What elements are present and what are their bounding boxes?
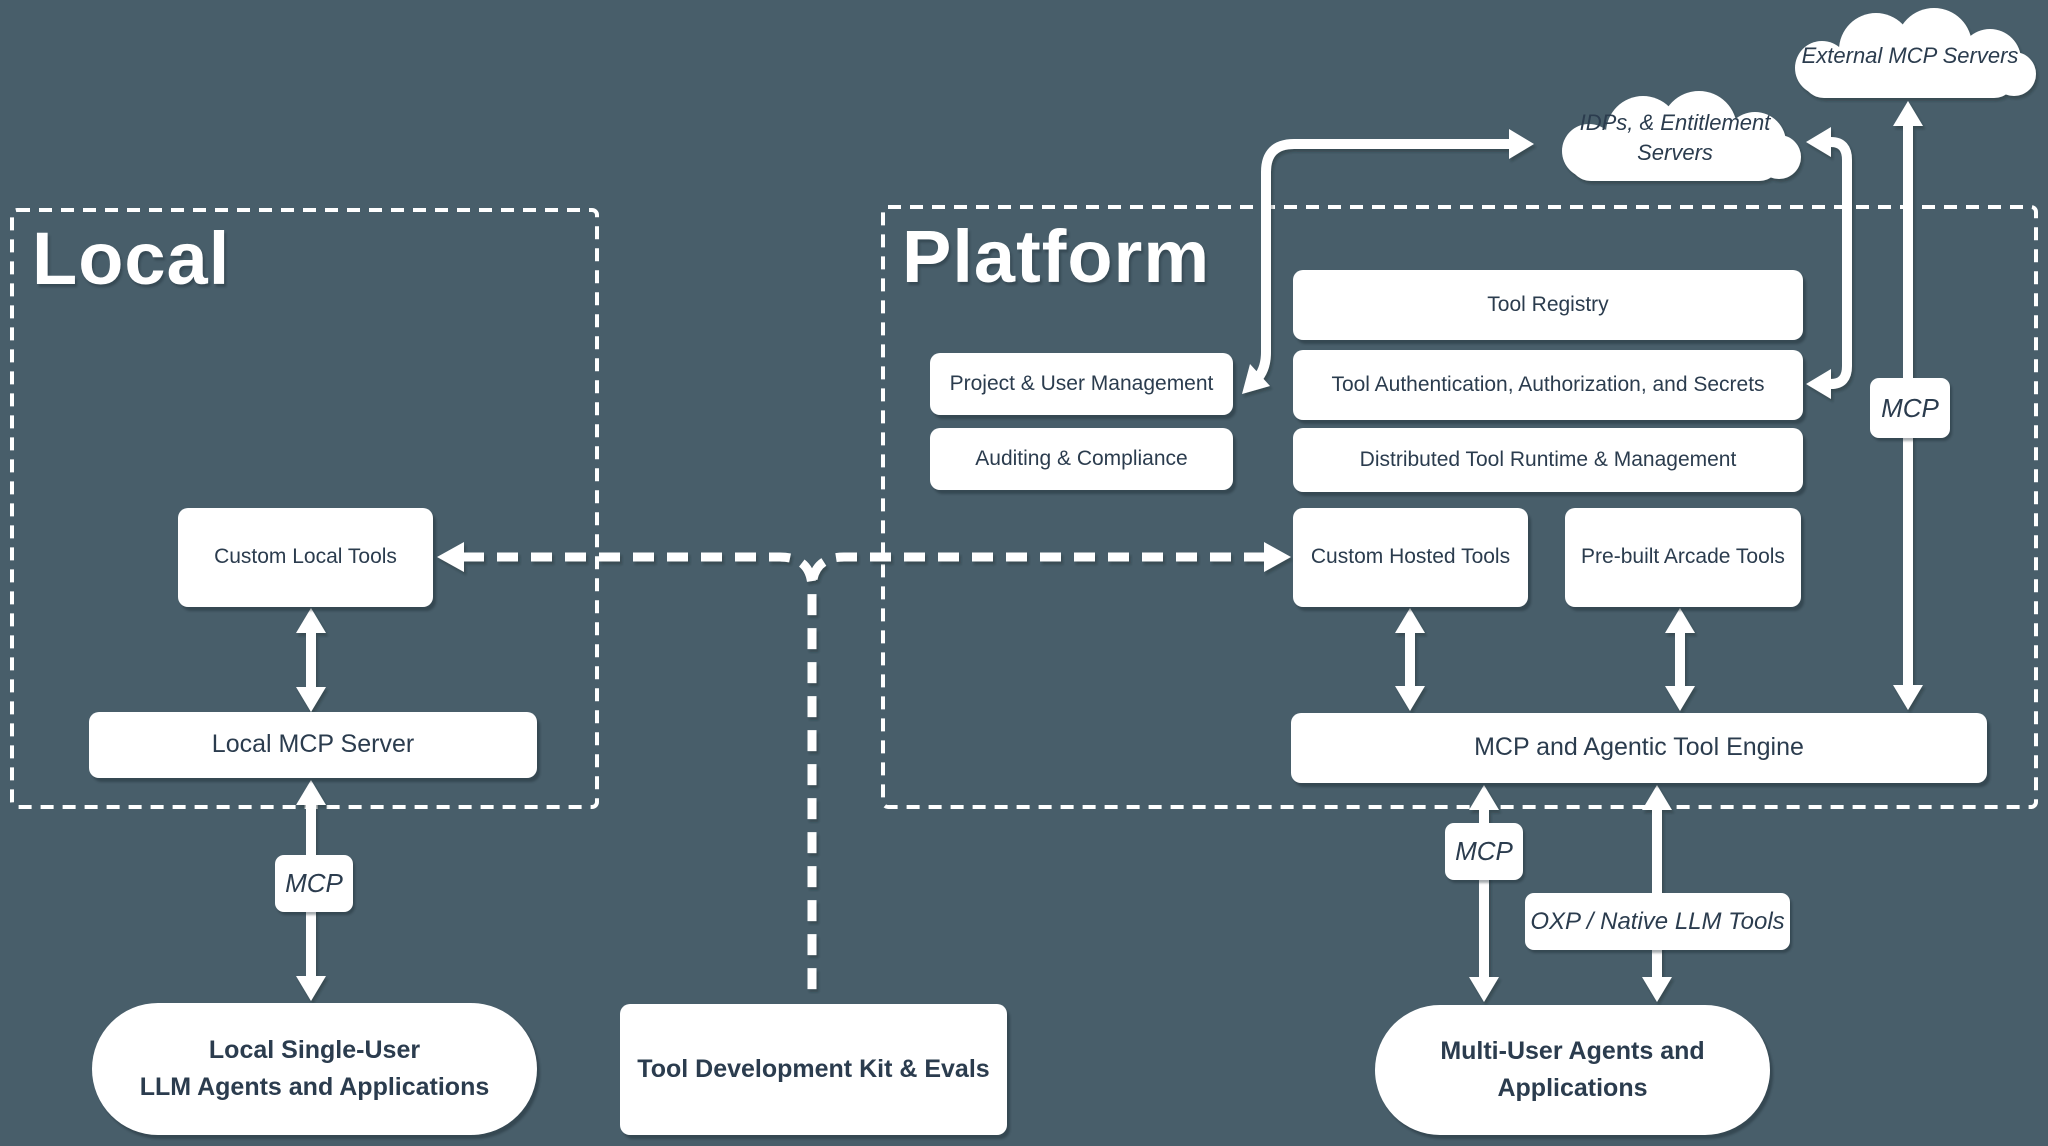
custom-local-tools-box: Custom Local Tools [178, 508, 433, 607]
project-user-management-box: Project & User Management [930, 353, 1233, 415]
prebuilt-arcade-tools-box: Pre-built Arcade Tools [1565, 508, 1801, 607]
mcp-tag-external: MCP [1870, 378, 1950, 438]
idps-cloud-text-line2: Servers [1637, 140, 1713, 165]
mcp-agentic-engine-box: MCP and Agentic Tool Engine [1291, 713, 1987, 783]
tool-registry-box: Tool Registry [1293, 270, 1803, 340]
arrow-engine-to-agents-mcp [1469, 785, 1499, 1002]
idps-cloud-label: IDPs, & Entitlement Servers [1557, 100, 1793, 176]
tool-dev-kit-box: Tool Development Kit & Evals [620, 1004, 1007, 1135]
multi-user-text-line1: Multi-User Agents and [1440, 1036, 1705, 1065]
arrow-custom-local-to-local-mcp [296, 608, 326, 712]
arrow-prebuilt-to-engine [1665, 608, 1695, 711]
tool-auth-box: Tool Authentication, Authorization, and … [1293, 350, 1803, 420]
multi-user-text-line2: Applications [1497, 1074, 1648, 1102]
external-mcp-cloud [1795, 8, 2036, 98]
arrow-custom-hosted-to-engine [1395, 608, 1425, 711]
distributed-runtime-box: Distributed Tool Runtime & Management [1293, 428, 1803, 492]
auditing-compliance-box: Auditing & Compliance [930, 428, 1233, 490]
platform-region-title: Platform [902, 215, 1211, 298]
idps-cloud [1562, 91, 1801, 181]
local-agents-text-line1: Local Single-User [208, 1035, 421, 1064]
local-region-title: Local [32, 217, 231, 300]
local-region-frame [10, 208, 599, 809]
multi-user-agents-pill: Multi-User Agents and Applications [1375, 1005, 1770, 1135]
external-mcp-cloud-text: External MCP Servers [1801, 43, 2019, 69]
arrow-idps-to-tool-auth [1806, 127, 1852, 399]
local-agents-pill: Local Single-User LLM Agents and Applica… [92, 1003, 537, 1135]
oxp-tag: OXP / Native LLM Tools [1525, 893, 1790, 950]
local-agents-text-line2: LLM Agents and Applications [139, 1073, 490, 1101]
platform-region-frame [881, 205, 2038, 809]
external-mcp-cloud-label: External MCP Servers [1790, 20, 2030, 92]
custom-hosted-tools-box: Custom Hosted Tools [1293, 508, 1528, 607]
mcp-tag-agents: MCP [1445, 823, 1523, 880]
idps-cloud-text-line1: IDPs, & Entitlement [1579, 110, 1771, 136]
dashed-tools-connector [437, 542, 1291, 1000]
local-mcp-server-box: Local MCP Server [89, 712, 537, 778]
arrow-project-mgmt-to-idps [1242, 129, 1534, 394]
mcp-tag-local: MCP [275, 855, 353, 912]
